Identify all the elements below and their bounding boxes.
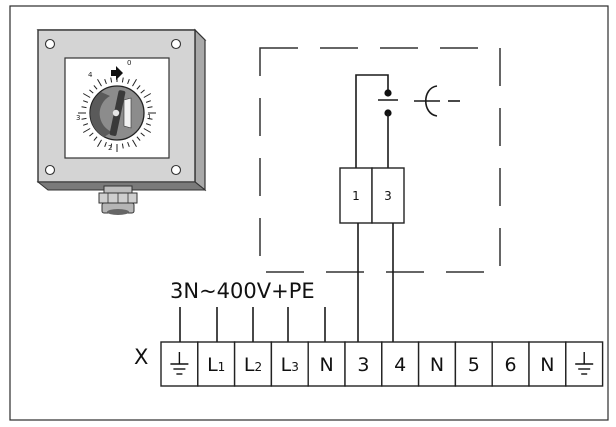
- terminal-label: 4: [394, 354, 406, 376]
- relay-terminal-3: 3: [384, 189, 392, 203]
- cable-gland-icon: [98, 185, 138, 215]
- dial-number-3: 3: [76, 114, 80, 122]
- terminal-label: 5: [468, 354, 480, 376]
- knob-icon: [89, 85, 145, 141]
- terminal-6: 3: [344, 341, 383, 387]
- relay-terminal-block: 1 3: [339, 167, 405, 224]
- terminal-10: 6: [491, 341, 530, 387]
- terminal-label: L1: [207, 354, 225, 376]
- terminal-strip-label: X: [134, 345, 148, 369]
- terminal-4: L3: [270, 341, 309, 387]
- terminal-8: N: [417, 341, 457, 387]
- arrow-right-icon: [111, 66, 123, 80]
- terminal-12: ⏚: [565, 341, 604, 387]
- terminal-7: 4: [381, 341, 420, 387]
- terminal-strip: ⏚ L1 L2 L3 N 3 4 N 5 6 N ⏚: [160, 341, 604, 387]
- terminal-1: ⏚: [160, 341, 199, 387]
- terminal-label: N: [319, 354, 333, 376]
- dial-number-0: 0: [127, 59, 131, 67]
- dial-number-4: 4: [88, 71, 93, 79]
- relay-terminal-1: 1: [352, 189, 360, 203]
- dial-scale: [78, 74, 156, 152]
- terminal-label: 3: [357, 354, 369, 376]
- terminal-2: L1: [197, 341, 236, 387]
- terminal-label: L3: [281, 354, 299, 376]
- ground-icon: ⏚: [575, 352, 594, 375]
- terminal-label: N: [430, 354, 444, 376]
- thermostat-contact: [355, 74, 460, 168]
- ground-icon: ⏚: [170, 352, 189, 375]
- terminal-label: L2: [244, 354, 262, 376]
- thermostat-unit: 0 1 2 3 4: [36, 28, 207, 215]
- terminal-11: N: [528, 341, 567, 387]
- terminal-5: N: [307, 341, 346, 387]
- terminal-3: L2: [233, 341, 273, 387]
- screw-icon: [170, 164, 182, 176]
- supply-label: 3N~400V+PE: [170, 279, 315, 303]
- terminal-label: 6: [505, 354, 517, 376]
- terminal-9: 5: [454, 341, 493, 387]
- dial-number-1: 1: [147, 113, 151, 121]
- screw-icon: [170, 38, 182, 50]
- screw-icon: [44, 38, 56, 50]
- terminal-label: N: [540, 354, 554, 376]
- dial-number-2: 2: [108, 144, 112, 152]
- screw-icon: [44, 164, 56, 176]
